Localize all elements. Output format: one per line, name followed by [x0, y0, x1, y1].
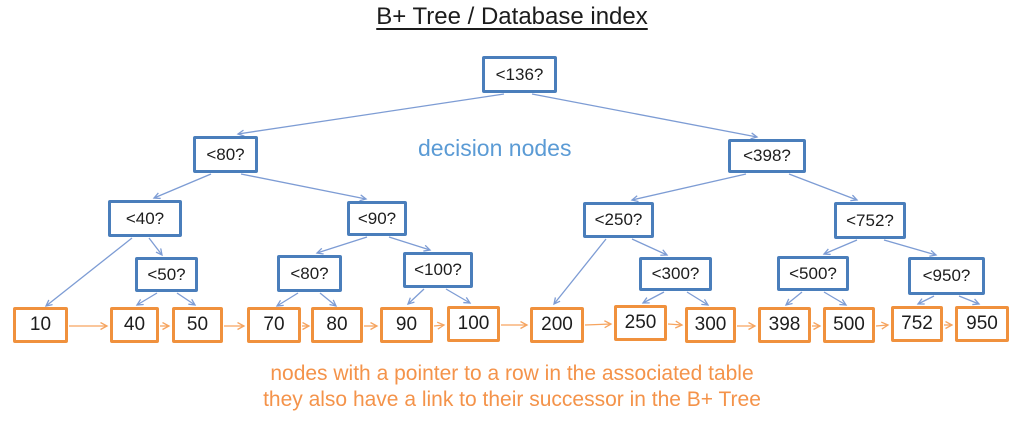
edge-n80b-leaf80	[319, 292, 336, 306]
decision-node-90: <90?	[347, 201, 407, 236]
decision-node-500: <500?	[777, 256, 849, 291]
edge-n40-n50	[148, 237, 162, 255]
edge-n398-n752	[788, 173, 857, 200]
edge-leaf250-leaf300	[667, 324, 682, 325]
edge-n100-leaf90	[408, 288, 425, 304]
decision-node-300: <300?	[639, 257, 712, 291]
edge-n80-n90	[240, 173, 366, 199]
leaf-node-398: 398	[758, 307, 811, 343]
edge-n752-n950	[883, 239, 936, 255]
edge-n50-leaf50	[176, 292, 195, 305]
edge-n136-n80	[238, 93, 505, 134]
edge-n500-leaf500	[823, 291, 846, 305]
leaf-node-70: 70	[247, 307, 301, 343]
decision-node-398: <398?	[728, 139, 806, 173]
edge-n136-n398	[531, 93, 757, 137]
leaf-node-500: 500	[823, 307, 875, 343]
edge-n250-n300	[631, 238, 667, 255]
edge-leaf500-leaf752	[875, 325, 888, 326]
decision-nodes-annotation: decision nodes	[418, 135, 572, 161]
decision-node-250: <250?	[583, 202, 654, 238]
edge-n398-n250	[632, 173, 747, 200]
leaf-node-250: 250	[614, 305, 667, 341]
leaf-node-100: 100	[447, 306, 500, 342]
edge-n100-leaf100	[445, 288, 470, 303]
leaf-caption-line2: they also have a link to their successor…	[263, 388, 761, 411]
edge-n950-leaf950	[958, 295, 979, 304]
leaf-node-300: 300	[685, 307, 736, 343]
edge-leaf200-leaf250	[584, 324, 611, 325]
decision-node-50: <50?	[135, 257, 198, 292]
leaf-node-50: 50	[172, 307, 223, 343]
leaf-node-10: 10	[13, 307, 68, 343]
edge-n300-leaf250	[643, 291, 665, 303]
leaf-node-80: 80	[311, 307, 363, 343]
edge-n300-leaf300	[686, 291, 708, 305]
edge-n90-n100	[388, 236, 430, 250]
decision-node-752: <752?	[834, 202, 906, 239]
leaf-node-752: 752	[891, 306, 943, 342]
decision-node-40: <40?	[108, 200, 182, 237]
leaf-node-950: 950	[955, 306, 1009, 342]
edge-n250-leaf200	[554, 238, 607, 304]
edge-n950-leaf752	[918, 295, 935, 304]
leaf-node-40: 40	[110, 307, 159, 343]
leaf-caption-line1: nodes with a pointer to a row in the ass…	[270, 362, 754, 385]
decision-node-80: <80?	[193, 136, 258, 173]
decision-node-100: <100?	[403, 252, 473, 288]
edge-leaf90-leaf100	[433, 325, 444, 326]
leaf-node-200: 200	[530, 307, 584, 343]
edge-n40-leaf10	[46, 237, 133, 306]
edge-n752-n500	[824, 239, 858, 254]
page-title: B+ Tree / Database index	[376, 3, 648, 30]
decision-node-80b: <80?	[277, 255, 342, 292]
edge-n500-leaf398	[786, 291, 803, 305]
edge-n90-n80b	[317, 236, 368, 253]
edge-n80b-leaf70	[277, 292, 299, 306]
edge-n50-leaf40	[137, 292, 158, 305]
decision-node-136: <136?	[482, 56, 557, 93]
leaf-node-90: 90	[380, 307, 433, 343]
edge-n80-n40	[154, 173, 212, 198]
decision-node-950: <950?	[908, 257, 985, 295]
